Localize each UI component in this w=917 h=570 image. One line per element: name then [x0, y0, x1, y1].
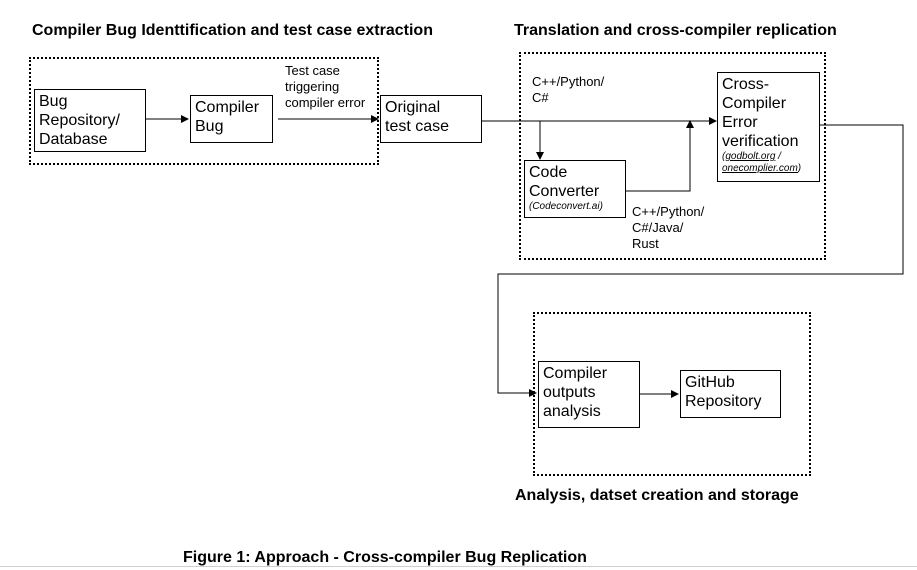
label-line: C++/Python/	[532, 74, 605, 89]
label-line: triggering	[285, 79, 340, 94]
onecompiler-link[interactable]: onecomplier.com	[722, 163, 798, 174]
group-translation	[519, 52, 826, 260]
node-line: Compiler	[195, 99, 260, 116]
label-line: compiler error	[285, 95, 366, 110]
node-line: Compiler	[722, 95, 787, 112]
paren-open: (	[722, 151, 726, 162]
verification-tools: (godbolt.org /	[722, 151, 815, 163]
node-line: verification	[722, 133, 799, 150]
compiler-bug-box: Compiler Bug	[190, 95, 273, 143]
godbolt-link[interactable]: godbolt.org	[725, 151, 776, 162]
node-line: Original	[385, 99, 441, 116]
original-test-case-box: Original test case	[380, 95, 482, 143]
label-line: Test case	[285, 63, 340, 78]
node-line: GitHub	[685, 374, 735, 391]
node-line: Compiler	[543, 365, 608, 382]
compiler-outputs-analysis-box: Compiler outputs analysis	[538, 361, 640, 428]
group-extraction	[29, 57, 379, 165]
node-line: Converter	[529, 183, 600, 200]
cross-compiler-verification-box: Cross- Compiler Error verification (godb…	[717, 72, 820, 182]
code-converter-box: Code Converter (Codeconvert.ai)	[524, 160, 626, 218]
section-heading-translation: Translation and cross-compiler replicati…	[514, 22, 837, 39]
node-line: test case	[385, 118, 450, 135]
github-repository-box: GitHub Repository	[680, 370, 781, 418]
paren-close: )	[797, 163, 802, 174]
node-line: Code	[529, 164, 568, 181]
node-line: Repository/	[39, 112, 120, 129]
label-line: C#/Java/	[632, 220, 684, 235]
page-bottom-divider	[0, 566, 917, 567]
edge-label-test-case: Test case triggering compiler error	[285, 63, 365, 111]
label-line: C++/Python/	[632, 204, 705, 219]
section-heading-analysis: Analysis, datset creation and storage	[515, 487, 799, 504]
link-separator: /	[775, 151, 781, 162]
node-line: Repository	[685, 393, 762, 410]
node-line: outputs	[543, 384, 596, 401]
arrow-converter-to-main	[626, 120, 694, 192]
figure-caption: Figure 1: Approach - Cross-compiler Bug …	[183, 549, 587, 566]
bug-repository-box: Bug Repository/ Database	[34, 89, 146, 152]
label-line: Rust	[632, 236, 659, 251]
verification-tools-line2: onecomplier.com)	[722, 163, 815, 175]
edge-label-input-languages: C++/Python/ C#	[532, 74, 604, 106]
label-line: C#	[532, 90, 549, 105]
arrow-verification-to-analysis	[497, 124, 904, 397]
edge-label-output-languages: C++/Python/ C#/Java/ Rust	[632, 204, 704, 252]
node-line: Bug	[39, 93, 68, 110]
code-converter-tool: (Codeconvert.ai)	[529, 201, 603, 212]
node-line: Error	[722, 114, 758, 131]
node-line: analysis	[543, 403, 601, 420]
node-line: Database	[39, 131, 108, 148]
node-line: Cross-	[722, 76, 770, 93]
node-line: Bug	[195, 118, 224, 135]
section-heading-extraction: Compiler Bug Identtification and test ca…	[32, 22, 433, 39]
